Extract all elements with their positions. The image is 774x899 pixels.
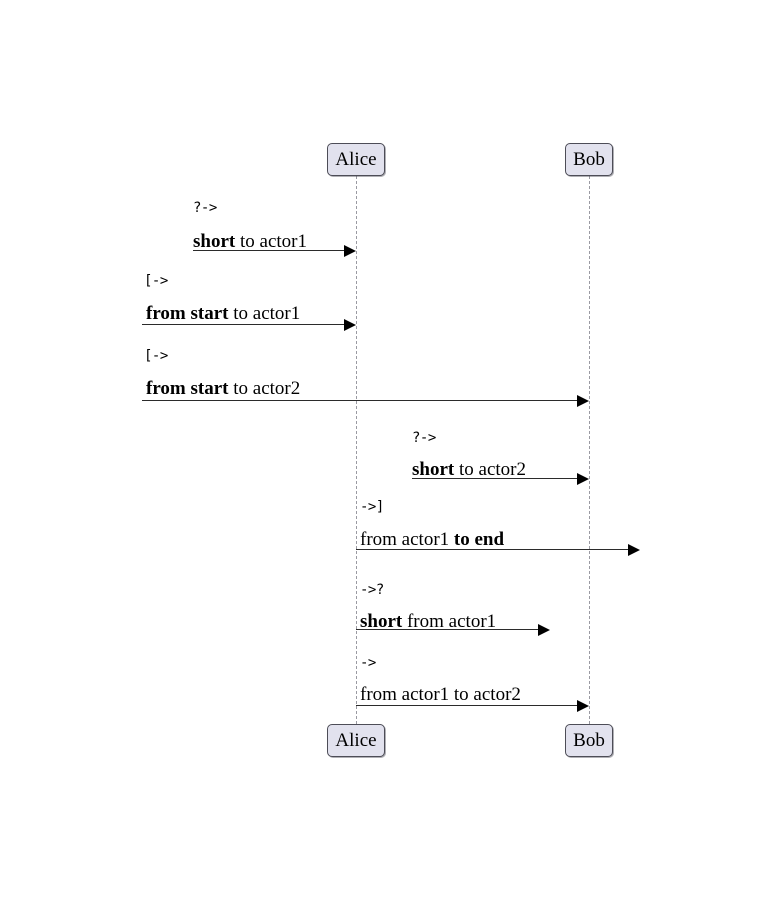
message-4-label: from actor1 to end xyxy=(360,529,504,551)
message-0-arrowhead xyxy=(344,245,356,257)
participant-label: Alice xyxy=(335,730,377,751)
message-1-arrow[interactable] xyxy=(142,324,346,325)
message-text-part: from actor1 to actor2 xyxy=(360,684,521,705)
message-text-part: short xyxy=(360,611,403,632)
message-text-part: to end xyxy=(453,529,505,550)
message-5-arrow[interactable] xyxy=(356,629,540,630)
message-4-arrow[interactable] xyxy=(356,549,630,550)
participant-actor2-top[interactable]: Bob xyxy=(565,143,613,176)
message-text-part: from actor1 xyxy=(402,611,497,632)
message-2-arrowhead xyxy=(577,395,589,407)
participant-label: Bob xyxy=(573,730,605,751)
participant-actor1-bottom[interactable]: Alice xyxy=(327,724,385,757)
message-1-arrowhead xyxy=(344,319,356,331)
lifeline-actor1 xyxy=(356,176,357,724)
message-3-arrowhead xyxy=(577,473,589,485)
message-text-part: to actor1 xyxy=(228,303,301,324)
message-6-arrow[interactable] xyxy=(356,705,579,706)
message-0-arrow[interactable] xyxy=(193,250,346,251)
message-text-part: from actor1 xyxy=(360,529,454,550)
message-3-label: short to actor2 xyxy=(412,459,526,481)
message-text-part: to actor2 xyxy=(228,378,301,399)
message-text-part: short xyxy=(412,459,455,480)
message-6-label: from actor1 to actor2 xyxy=(360,684,521,706)
message-2-arrow[interactable] xyxy=(142,400,579,401)
message-2-syntax: [-> xyxy=(144,348,168,364)
message-text-part: to actor2 xyxy=(454,459,526,480)
message-text-part: from start xyxy=(146,378,229,399)
message-2-label: from start to actor2 xyxy=(146,378,300,400)
participant-actor2-bottom[interactable]: Bob xyxy=(565,724,613,757)
participant-label: Alice xyxy=(335,149,377,170)
message-4-syntax: ->] xyxy=(360,499,384,515)
message-6-syntax: -> xyxy=(360,655,376,671)
message-text-part: from start xyxy=(146,303,229,324)
participant-label: Bob xyxy=(573,149,605,170)
message-1-label: from start to actor1 xyxy=(146,303,300,325)
message-5-syntax: ->? xyxy=(360,582,384,598)
message-6-arrowhead xyxy=(577,700,589,712)
message-0-label: short to actor1 xyxy=(193,231,307,253)
message-0-syntax: ?-> xyxy=(193,200,217,216)
message-4-arrowhead xyxy=(628,544,640,556)
message-3-arrow[interactable] xyxy=(412,478,579,479)
participant-actor1-top[interactable]: Alice xyxy=(327,143,385,176)
message-3-syntax: ?-> xyxy=(412,430,436,446)
message-text-part: short xyxy=(193,231,236,252)
message-text-part: to actor1 xyxy=(235,231,307,252)
message-1-syntax: [-> xyxy=(144,273,168,289)
message-5-label: short from actor1 xyxy=(360,611,496,633)
message-5-arrowhead xyxy=(538,624,550,636)
lifeline-actor2 xyxy=(589,176,590,724)
